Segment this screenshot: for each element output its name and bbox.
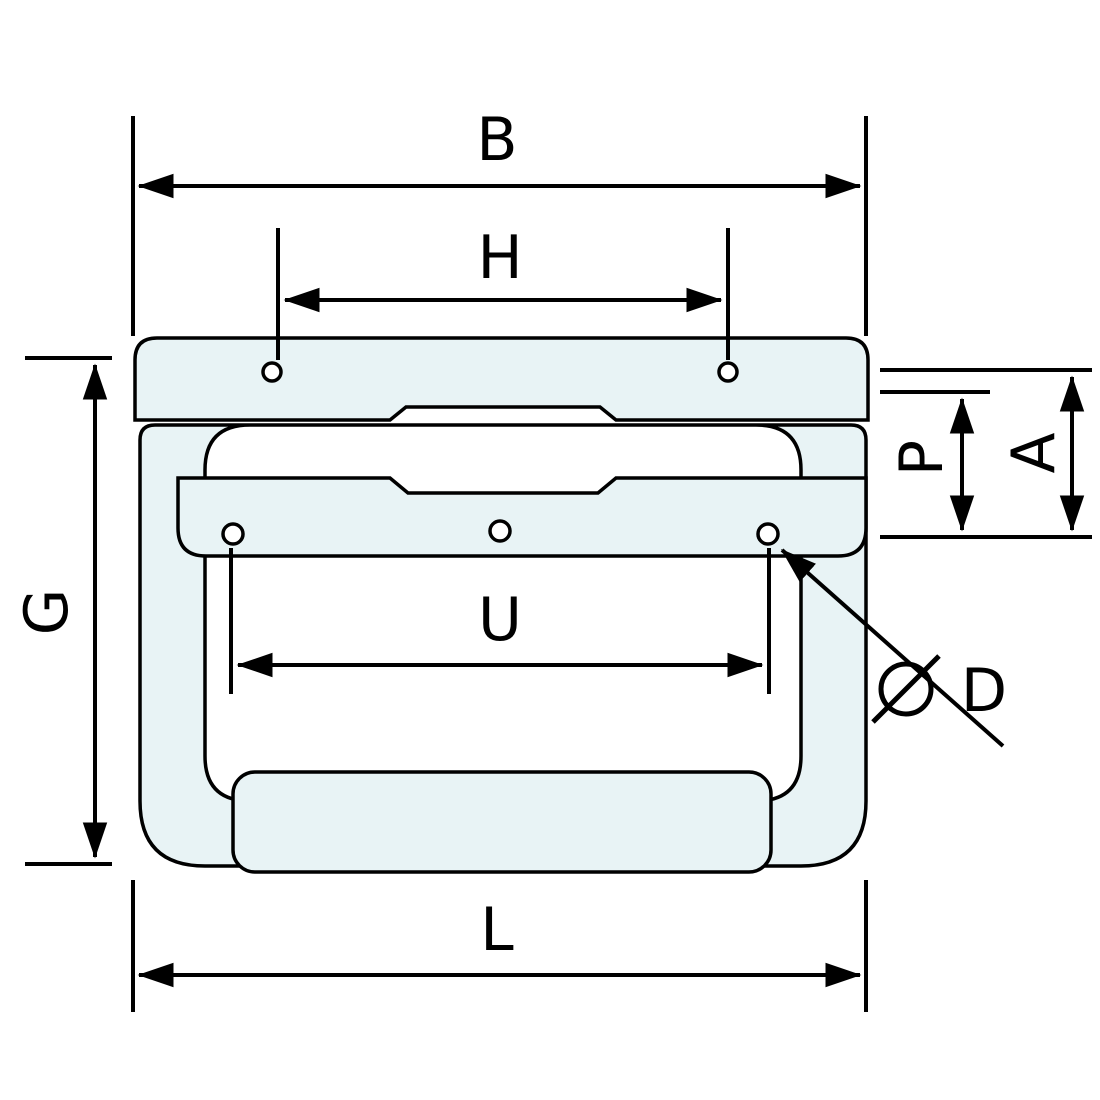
dim-label-b: B — [476, 105, 517, 175]
dim-label-a: A — [999, 432, 1069, 473]
dim-label-l: L — [480, 895, 514, 965]
screw-hole-bottom-right — [756, 522, 780, 546]
pivot-plate — [176, 476, 868, 558]
dim-label-u: U — [478, 585, 522, 655]
dim-label-d: D — [961, 656, 1007, 726]
mounting-plate — [133, 336, 870, 422]
dim-label-h: H — [477, 223, 522, 293]
diameter-icon — [871, 654, 941, 724]
screw-hole-bottom-center — [488, 519, 512, 543]
dim-label-p: P — [887, 440, 957, 476]
screw-hole-top-left — [261, 361, 283, 383]
dim-label-g: G — [12, 589, 82, 636]
dim-d-leader — [780, 548, 1005, 748]
screw-hole-bottom-left — [221, 522, 245, 546]
handle-grip — [231, 770, 773, 874]
screw-hole-top-right — [717, 361, 739, 383]
